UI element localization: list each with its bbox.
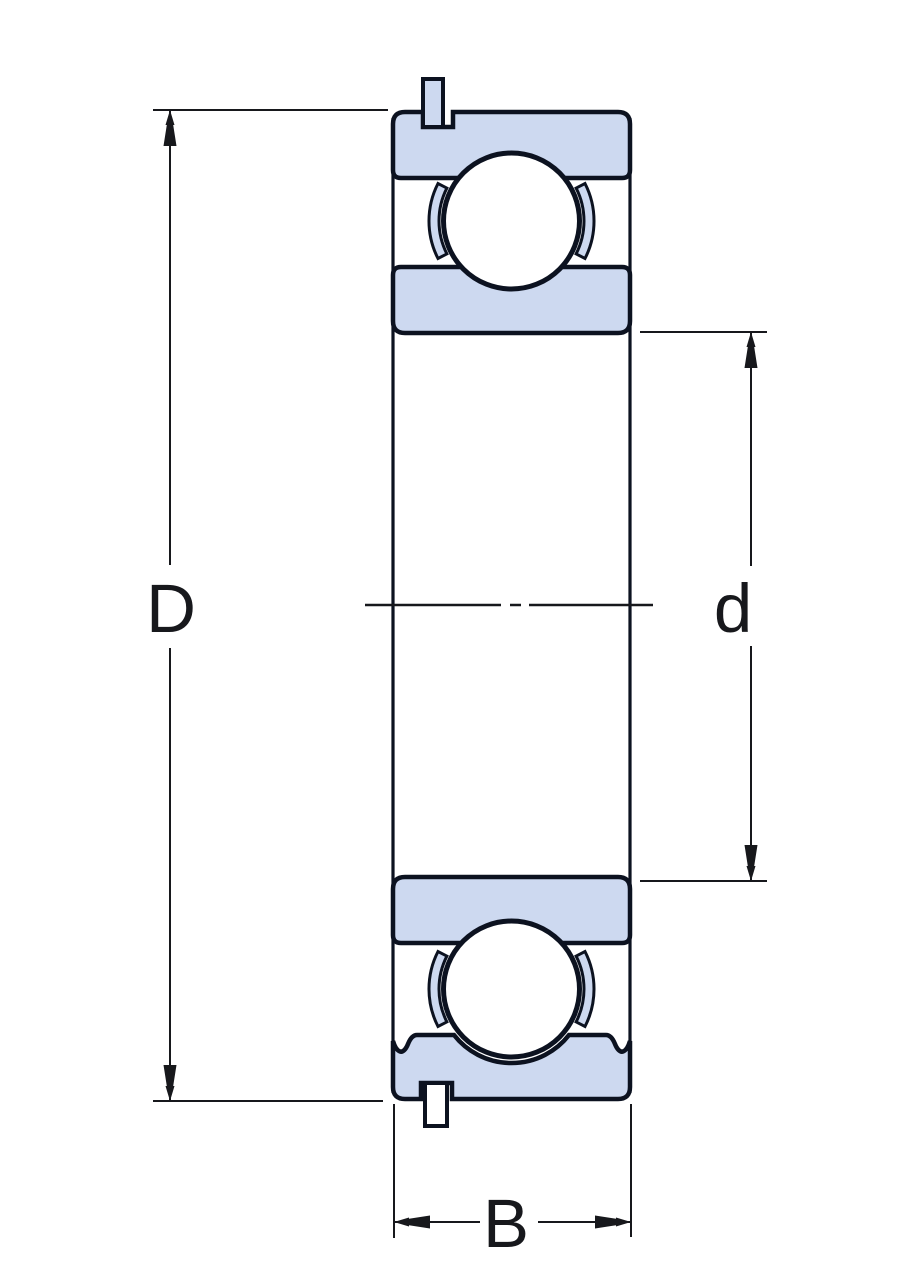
outer-ring-top-section — [390, 109, 633, 181]
dimension-label-outer-diameter: D — [146, 570, 196, 647]
cage-bottom-left — [427, 949, 449, 1029]
dimension-outer-diameter: D — [146, 109, 388, 1102]
arrow-down-icon — [163, 1065, 177, 1101]
dimension-width: B — [393, 1104, 632, 1262]
snap-ring-top — [421, 77, 445, 129]
arrow-down-icon — [744, 845, 758, 881]
bearing-top-half — [390, 77, 633, 336]
bearing-bottom-half — [390, 874, 633, 1128]
outer-ring-bottom-section — [390, 1032, 633, 1102]
arrow-right-icon — [595, 1215, 631, 1229]
ball-top — [441, 150, 582, 292]
cage-top-right — [574, 181, 596, 261]
snap-ring-bottom — [423, 1081, 449, 1128]
cage-bottom-right — [574, 949, 596, 1029]
dimension-label-width: B — [483, 1185, 529, 1262]
arrow-up-icon — [163, 110, 177, 146]
dimension-label-bore-diameter: d — [714, 570, 752, 647]
inner-ring-bottom-section — [390, 874, 633, 946]
arrow-left-icon — [394, 1215, 430, 1229]
inner-ring-top-section — [390, 264, 633, 336]
cage-top-left — [427, 181, 449, 261]
dimension-bore-diameter: d — [640, 331, 767, 882]
arrow-up-icon — [744, 332, 758, 368]
ball-bottom — [441, 918, 582, 1060]
